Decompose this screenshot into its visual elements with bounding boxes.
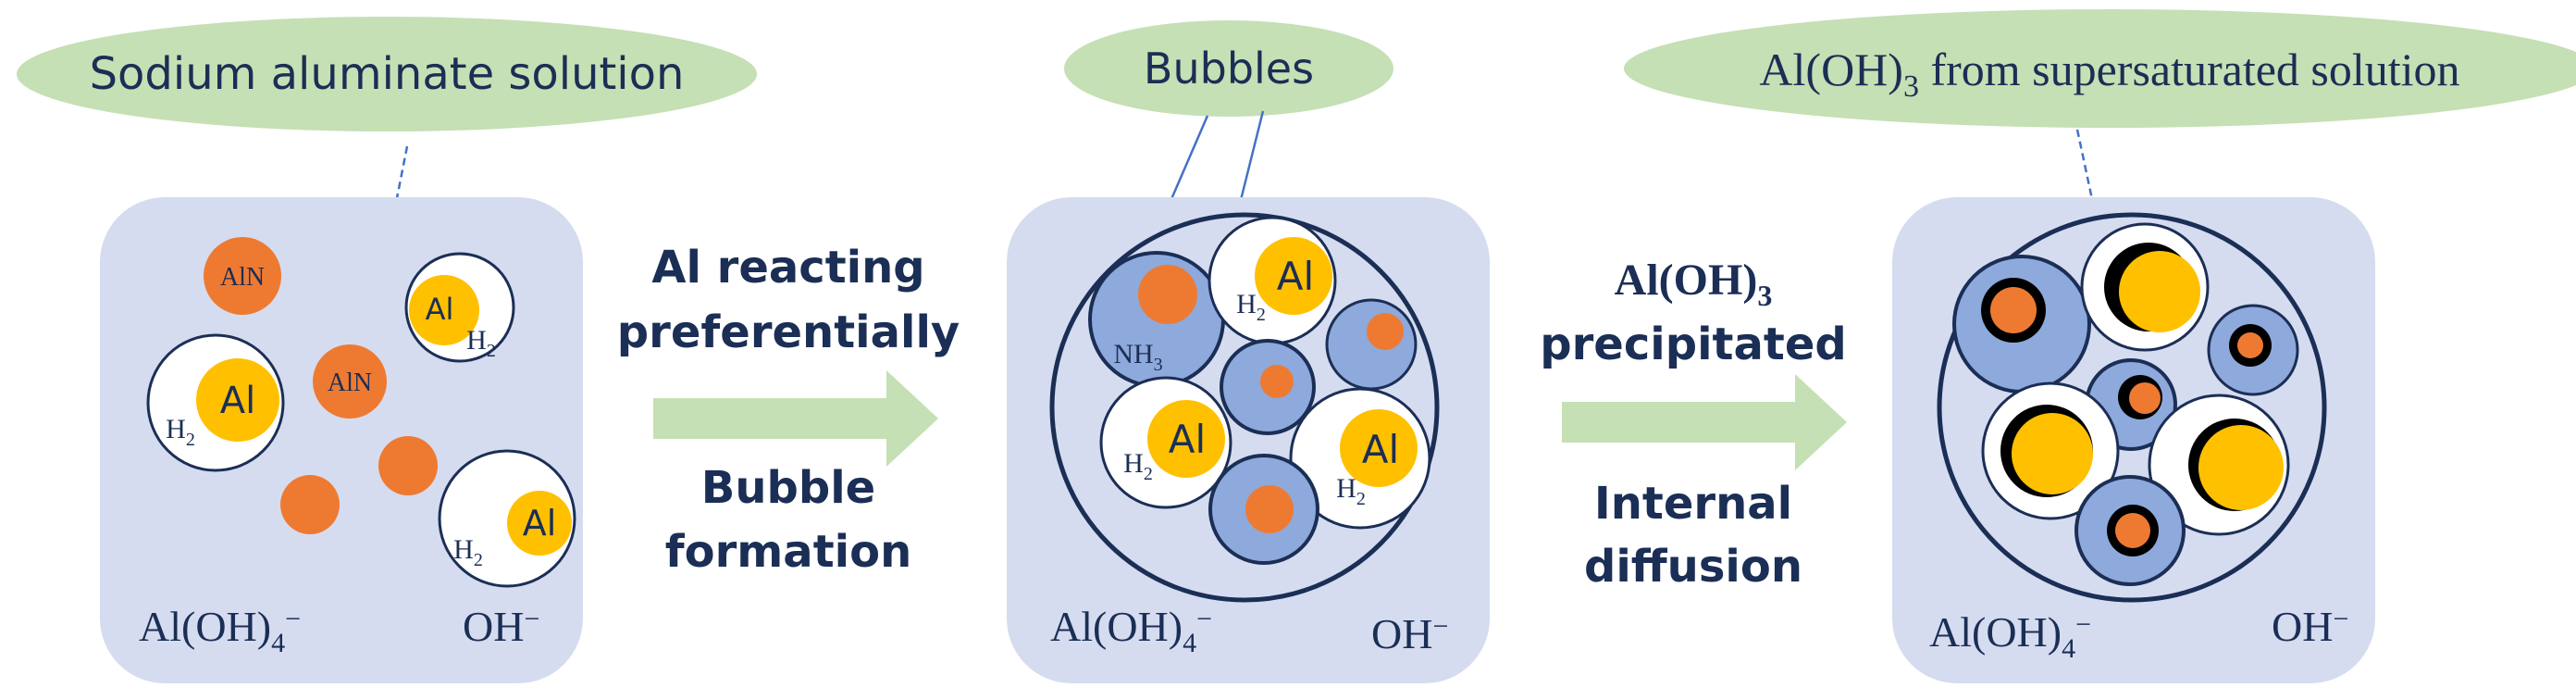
callout-ellipse — [1624, 9, 2576, 128]
panel-bubble-state: NH3 Al H2 Al H2 Al H2 — [1007, 197, 1490, 683]
al-core — [1255, 237, 1332, 315]
al-particle-label: Al — [220, 380, 255, 422]
h2-label: H2 — [1236, 289, 1266, 325]
aln-core — [1367, 313, 1404, 350]
al-core — [2012, 413, 2093, 494]
panel-precipitate-state: Al(OH)4− OH− — [1892, 197, 2375, 683]
al-particle-circle — [196, 358, 279, 442]
agglomerate-shell — [1937, 212, 2327, 603]
aln-core — [1990, 287, 2037, 333]
aln-particle — [280, 475, 340, 534]
callout-sodium-aluminate: Sodium aluminate solution — [17, 17, 757, 131]
step-formula-line: Al(OH)3 — [1615, 256, 1773, 312]
al-core-label: Al — [1362, 427, 1399, 472]
step-label-line: formation — [665, 526, 911, 578]
aluminate-ion-label: Al(OH)4− — [1929, 608, 2091, 664]
al-particle-label: Al — [426, 292, 454, 327]
aln-particle-label: AlN — [220, 263, 265, 292]
h2-label: H2 — [1336, 473, 1366, 509]
coated-al-bubble — [2148, 394, 2290, 536]
al-core — [1340, 409, 1418, 487]
callout-ellipse — [17, 17, 757, 131]
h2-label: H2 — [1123, 448, 1153, 484]
step-label-line: Al reacting — [651, 242, 924, 294]
al-particle-with-h2-shell: Al H2 — [404, 252, 515, 363]
h2-label: H2 — [453, 534, 483, 570]
h2-label: H2 — [466, 325, 496, 361]
callout-sodium-aluminate-text: Sodium aluminate solution — [90, 48, 685, 100]
al-core-label: Al — [1277, 254, 1314, 299]
aln-particle: AlN — [204, 237, 281, 315]
aln-core — [1260, 365, 1294, 398]
hydroxide-ion-label: OH− — [1371, 610, 1448, 657]
agglomerate-shell — [1049, 212, 1440, 603]
nh3-bubble — [1220, 339, 1316, 435]
panel-initial-state: AlN AlN Al H2 Al H2 Al H2 Al(OH)4− OH− — [100, 197, 583, 683]
step-label-line: Internal — [1594, 478, 1792, 530]
callout-precipitate: Al(OH)3 from supersaturated solution — [1624, 9, 2576, 128]
h2-bubble: Al H2 — [1208, 216, 1337, 345]
aluminate-ion-label: Al(OH)4− — [1050, 603, 1212, 658]
coated-al-bubble — [2080, 222, 2210, 352]
hydroxide-ion-label: OH− — [463, 603, 539, 650]
nh3-bubble — [1208, 454, 1319, 565]
coated-aln-bubble — [2207, 304, 2299, 396]
al-particle-circle — [507, 491, 572, 556]
aln-particle — [378, 436, 438, 495]
step-label-line: diffusion — [1584, 541, 1802, 593]
nh3-bubble — [1325, 298, 1418, 391]
aln-particle: AlN — [313, 344, 387, 419]
aln-core — [2115, 513, 2150, 548]
h2-bubble: Al H2 — [1099, 376, 1232, 509]
al-particle-circle — [409, 275, 479, 345]
process-arrow — [653, 370, 938, 467]
aln-particle-circle — [204, 237, 281, 315]
step-label-line: Bubble — [701, 462, 875, 514]
process-arrow — [1562, 374, 1847, 470]
h2-bubble: Al H2 — [1289, 387, 1431, 530]
aln-particle-label: AlN — [328, 369, 372, 397]
nh3-label: NH3 — [1113, 339, 1162, 375]
step-label-line: preferentially — [617, 306, 960, 358]
aln-core — [1138, 265, 1197, 324]
step-al-reaction: Al reacting preferentially Bubble format… — [617, 242, 960, 578]
callout-bubbles: Bubbles — [1064, 20, 1393, 117]
coated-aln-bubble — [2074, 475, 2186, 586]
aln-core — [1245, 485, 1294, 533]
aluminate-ion-label: Al(OH)4− — [139, 603, 301, 658]
step-precipitation: Al(OH)3 precipitated Internal diffusion — [1540, 256, 1847, 593]
coated-al-bubble — [1981, 381, 2120, 520]
callout-ellipse — [1064, 20, 1393, 117]
al-particle-with-h2-shell: Al H2 — [146, 333, 285, 472]
al-core — [2198, 425, 2284, 510]
al-core — [1147, 400, 1225, 478]
aln-particle-circle — [313, 344, 387, 419]
al-core — [2119, 251, 2200, 332]
hydroxide-ion-label: OH− — [2272, 603, 2348, 650]
bubble-circle — [1325, 298, 1418, 391]
step-label-line: precipitated — [1540, 319, 1847, 370]
nh3-bubble: NH3 — [1088, 251, 1225, 388]
al-particle-with-h2-shell: Al H2 — [438, 449, 576, 588]
aln-core — [2237, 332, 2263, 358]
al-particle-label: Al — [523, 503, 557, 544]
aln-core — [2129, 382, 2161, 414]
callout-precipitate-text: Al(OH)3 from supersaturated solution — [1759, 44, 2459, 104]
coated-aln-bubble — [1952, 255, 2091, 394]
h2-label: H2 — [166, 414, 195, 450]
callout-bubbles-text: Bubbles — [1144, 44, 1314, 94]
al-core-label: Al — [1169, 417, 1206, 462]
